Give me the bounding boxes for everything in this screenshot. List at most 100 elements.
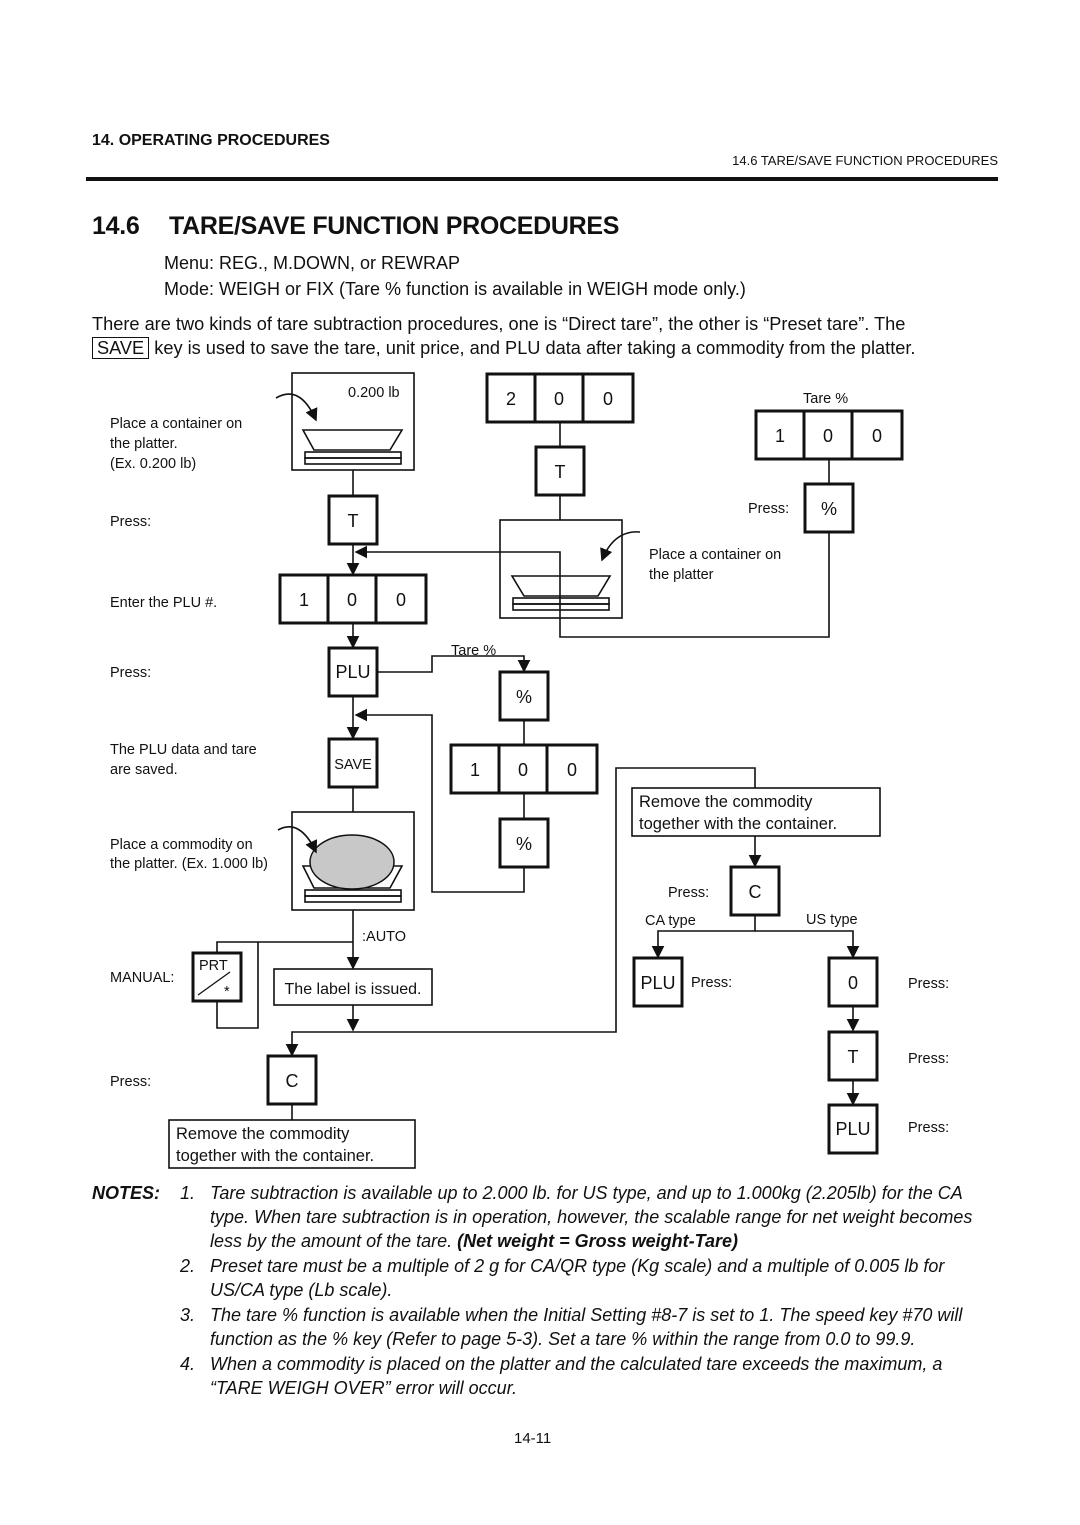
press-label-c-right: Press: [668,885,709,901]
svg-text:C: C [749,882,762,902]
svg-text:Remove the commodity: Remove the commodity [176,1125,350,1143]
svg-text:%: % [516,687,532,707]
section-header: 14. OPERATING PROCEDURES [92,132,330,149]
key-plu-ca: PLU [632,956,684,1008]
note-number: 1. [180,1183,196,1203]
tare-pct-number-keys: 1 0 0 [754,409,904,461]
svg-text:T: T [555,462,566,482]
notes-heading: NOTES: [92,1183,161,1203]
svg-text:together with the container.: together with the container. [639,815,837,833]
place-container-line1: Place a container on [110,416,242,432]
tare-pct-label-right: Tare % [803,391,848,407]
svg-text:*: * [224,984,230,1000]
note-item: 4. When a commodity is placed on the pla… [92,1352,992,1400]
svg-text:0: 0 [603,389,613,409]
preset-tare-keys: 2 0 0 [485,372,635,424]
place-commodity-line1: Place a commodity on [110,837,253,853]
svg-text:SAVE: SAVE [334,757,372,773]
key-save: SAVE [327,737,379,789]
remove-commodity-box-left: Remove the commodity together with the c… [168,1119,416,1169]
press-label-ca: Press: [691,975,732,991]
key-t-left: T [327,494,379,546]
key-t-us: T [827,1030,879,1082]
tare-pct-label-mid: Tare % [451,643,496,659]
note-number: 2. [180,1256,196,1276]
svg-text:0: 0 [567,760,577,780]
note-number: 3. [180,1305,196,1325]
key-c-right: C [729,865,781,917]
manual-label: MANUAL: [110,970,174,986]
note-text: Tare subtraction is available up to 2.00… [210,1183,973,1251]
svg-text:1: 1 [775,426,785,446]
plu-saved-line2: are saved. [110,762,178,778]
subsection-header: 14.6 TARE/SAVE FUNCTION PROCEDURES [732,153,998,168]
svg-text:1: 1 [470,760,480,780]
svg-text:1: 1 [299,590,309,610]
key-plu-left: PLU [327,646,379,698]
svg-text:0: 0 [396,590,406,610]
svg-text:C: C [286,1071,299,1091]
plu-number-keys: 1 0 0 [278,573,428,625]
key-pct-mid-1: % [498,670,550,722]
svg-text:0: 0 [823,426,833,446]
intro-paragraph: There are two kinds of tare subtraction … [92,312,992,360]
svg-text:0: 0 [347,590,357,610]
press-label-right: Press: [748,501,789,517]
note-item: NOTES: 1. Tare subtraction is available … [92,1181,992,1253]
enter-plu-label: Enter the PLU #. [110,595,217,611]
svg-text:T: T [848,1047,859,1067]
place-container-right-line1: Place a container on [649,547,781,563]
note-text: When a commodity is placed on the platte… [210,1354,943,1398]
header-rule [86,177,998,181]
key-plu-us: PLU [827,1103,879,1155]
key-pct-right: % [803,482,855,534]
paragraph-part1: There are two kinds of tare subtraction … [92,314,906,334]
place-container-line3: (Ex. 0.200 lb) [110,456,196,472]
press-label-2: Press: [110,665,151,681]
press-label-us-1: Press: [908,976,949,992]
key-t-mid: T [534,445,586,497]
scale-with-container-icon: 0.200 lb [275,372,415,471]
scale-mid-icon [499,519,641,619]
svg-text:T: T [348,511,359,531]
remove-commodity-box-right: Remove the commodity together with the c… [631,787,881,837]
paragraph-part2: key is used to save the tare, unit price… [154,338,916,358]
svg-text:PLU: PLU [835,1119,870,1139]
auto-label: :AUTO [362,929,406,945]
key-prt: PRT * [191,951,243,1003]
svg-text:PLU: PLU [335,662,370,682]
note-item: 3. The tare % function is available when… [92,1303,992,1351]
save-key-inline: SAVE [92,337,150,359]
key-0-us: 0 [827,956,879,1008]
ca-type-label: CA type [645,913,696,929]
svg-text:0: 0 [554,389,564,409]
pct-number-keys: 1 0 0 [449,743,599,795]
svg-text:0: 0 [848,973,858,993]
note-text: Preset tare must be a multiple of 2 g fo… [210,1256,945,1300]
press-label-us-2: Press: [908,1051,949,1067]
place-commodity-line2: the platter. (Ex. 1.000 lb) [110,856,268,872]
mode-line: Mode: WEIGH or FIX (Tare % function is a… [164,279,746,299]
plu-saved-line1: The PLU data and tare [110,742,257,758]
scale-with-commodity-icon [277,811,415,911]
key-c-left: C [266,1054,318,1106]
weight-display-text: 0.200 lb [348,385,400,401]
note-bold: (Net weight = Gross weight-Tare) [457,1231,739,1251]
svg-text:0: 0 [872,426,882,446]
svg-text:2: 2 [506,389,516,409]
press-label-1: Press: [110,514,151,530]
svg-text:PRT: PRT [199,958,228,974]
us-type-label: US type [806,912,858,928]
title-number: 14.6 [92,212,140,240]
label-issued-box: The label is issued. [273,968,433,1006]
press-label-3: Press: [110,1074,151,1090]
svg-text:together with the container.: together with the container. [176,1147,374,1165]
svg-text:Remove the commodity: Remove the commodity [639,793,813,811]
place-container-line2: the platter. [110,436,178,452]
page-number: 14-11 [514,1430,552,1447]
note-item: 2. Preset tare must be a multiple of 2 g… [92,1254,992,1302]
svg-text:The label is issued.: The label is issued. [285,981,422,998]
svg-text:PLU: PLU [640,973,675,993]
